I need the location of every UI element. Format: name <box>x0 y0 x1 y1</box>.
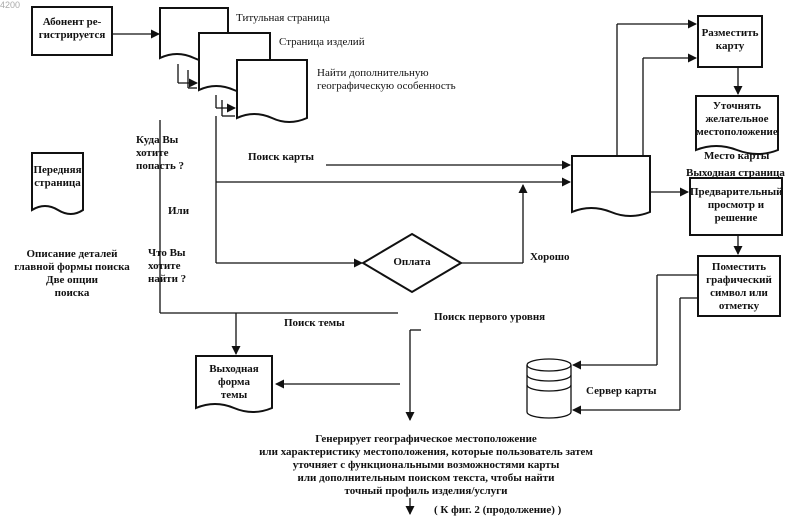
topic-search-label: Поиск темы <box>284 317 345 330</box>
continuation-label: ( К фиг. 2 (продолжение) ) <box>434 504 561 517</box>
refine-label: Уточнять желательное местоположение <box>696 100 778 139</box>
generator-description: Генерирует географическое местоположение… <box>226 433 626 498</box>
output-page-label: Выходная страница <box>686 167 785 180</box>
first-level-label: Поиск первого уровня <box>434 311 545 324</box>
product-page-label: Страница изделий <box>279 36 365 49</box>
where-question: Куда Вы хотите попасть ? <box>136 134 184 173</box>
subscriber-label: Абонент ре- гистрируется <box>32 16 112 42</box>
place-map-label: Разместить карту <box>698 27 762 53</box>
front-page-label: Передняя страница <box>32 164 83 190</box>
payment-label: Оплата <box>372 256 452 269</box>
good-label: Хорошо <box>530 251 570 264</box>
preview-label: Предварительный просмотр и решение <box>690 186 782 225</box>
feature-page-doc <box>237 60 307 122</box>
search-desc-label: Описание деталей главной формы поиска Дв… <box>2 248 142 300</box>
output-form-label: Выходная форма темы <box>196 363 272 402</box>
find-feature-label: Найти дополнительную географическую особ… <box>317 67 456 93</box>
what-question: Что Вы хотите найти ? <box>148 247 186 286</box>
map-search-label: Поиск карты <box>248 151 314 164</box>
map-server-cylinder <box>527 359 571 418</box>
place-symbol-label: Поместить графический символ или отметку <box>698 261 780 313</box>
or-label: Или <box>168 205 189 218</box>
map-server-label: Сервер карты <box>586 385 656 398</box>
title-page-label: Титульная страница <box>236 12 330 25</box>
map-result-doc <box>572 156 650 216</box>
map-place-label: Место карты <box>704 150 769 163</box>
